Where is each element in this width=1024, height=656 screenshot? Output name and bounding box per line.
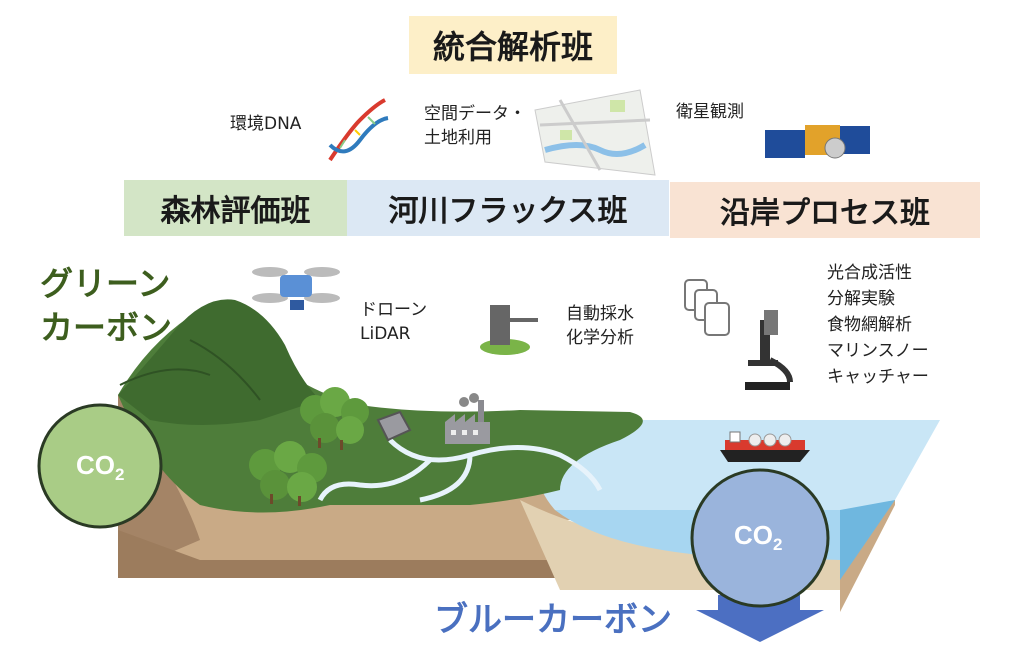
dna-helix-icon bbox=[328, 98, 389, 162]
forest-co2-circle bbox=[37, 403, 163, 529]
coastal-method-item: マリンスノー bbox=[827, 341, 929, 361]
satellite-icon bbox=[765, 125, 870, 159]
coastal-method-item: キャッチャー bbox=[827, 367, 929, 387]
coastal-method-item: 分解実験 bbox=[827, 289, 895, 309]
ocean-co2-label: CO2 bbox=[734, 520, 783, 555]
team-integrated-analysis: 統合解析班 bbox=[409, 16, 617, 74]
team-coastal-label: 沿岸プロセス班 bbox=[720, 196, 930, 231]
mountain bbox=[118, 299, 320, 425]
blue-carbon-label: ブルーカーボン bbox=[434, 600, 672, 640]
label-auto-line2: 化学分析 bbox=[566, 328, 634, 348]
label-spatial-line1: 空間データ・ bbox=[424, 104, 526, 124]
team-river-flux: 河川フラックス班 bbox=[347, 180, 669, 236]
label-coastal-methods: 光合成活性 分解実験 食物網解析 マリンスノー キャッチャー bbox=[827, 260, 929, 390]
label-drone-lidar: ドローン LiDAR bbox=[360, 298, 427, 346]
forest-co2-label: CO2 bbox=[76, 450, 125, 485]
microscope-icon bbox=[745, 310, 793, 390]
green-carbon-line1: グリーン bbox=[40, 264, 171, 303]
team-forest-assessment: 森林評価班 bbox=[124, 180, 347, 236]
label-satellite: 衛星観測 bbox=[676, 102, 744, 122]
sensor-device bbox=[376, 410, 412, 442]
tree-cluster-lower bbox=[249, 441, 327, 506]
drone-icon bbox=[252, 267, 340, 310]
river bbox=[317, 438, 603, 503]
label-auto-sampling: 自動採水 化学分析 bbox=[566, 302, 634, 350]
sample-bottles-icon bbox=[684, 279, 730, 336]
label-spatial-data: 空間データ・ 土地利用 bbox=[424, 102, 526, 150]
team-integrated-label: 統合解析班 bbox=[432, 28, 593, 66]
team-river-label: 河川フラックス班 bbox=[388, 194, 628, 229]
auto-sampler-icon bbox=[480, 305, 538, 355]
label-auto-line1: 自動採水 bbox=[566, 304, 634, 324]
green-carbon-line2: カーボン bbox=[40, 308, 172, 347]
factory-icon bbox=[445, 393, 490, 444]
label-drone-line1: ドローン bbox=[360, 300, 428, 320]
green-carbon-label: グリーン カーボン bbox=[40, 262, 172, 350]
tree-cluster-upper bbox=[300, 387, 369, 450]
ocean-co2-circle bbox=[690, 468, 830, 608]
team-coastal-process: 沿岸プロセス班 bbox=[670, 182, 980, 238]
team-forest-label: 森林評価班 bbox=[160, 194, 311, 229]
coastal-method-item: 光合成活性 bbox=[827, 263, 912, 283]
coastal-method-item: 食物網解析 bbox=[827, 315, 912, 335]
ocean-surface bbox=[538, 420, 940, 510]
carbon-sequestration-arrow bbox=[696, 595, 824, 642]
label-edna: 環境DNA bbox=[230, 114, 302, 134]
label-spatial-line2: 土地利用 bbox=[424, 128, 492, 148]
ship-icon bbox=[720, 431, 810, 462]
label-drone-line2: LiDAR bbox=[360, 324, 411, 344]
map-icon bbox=[534, 89, 656, 176]
